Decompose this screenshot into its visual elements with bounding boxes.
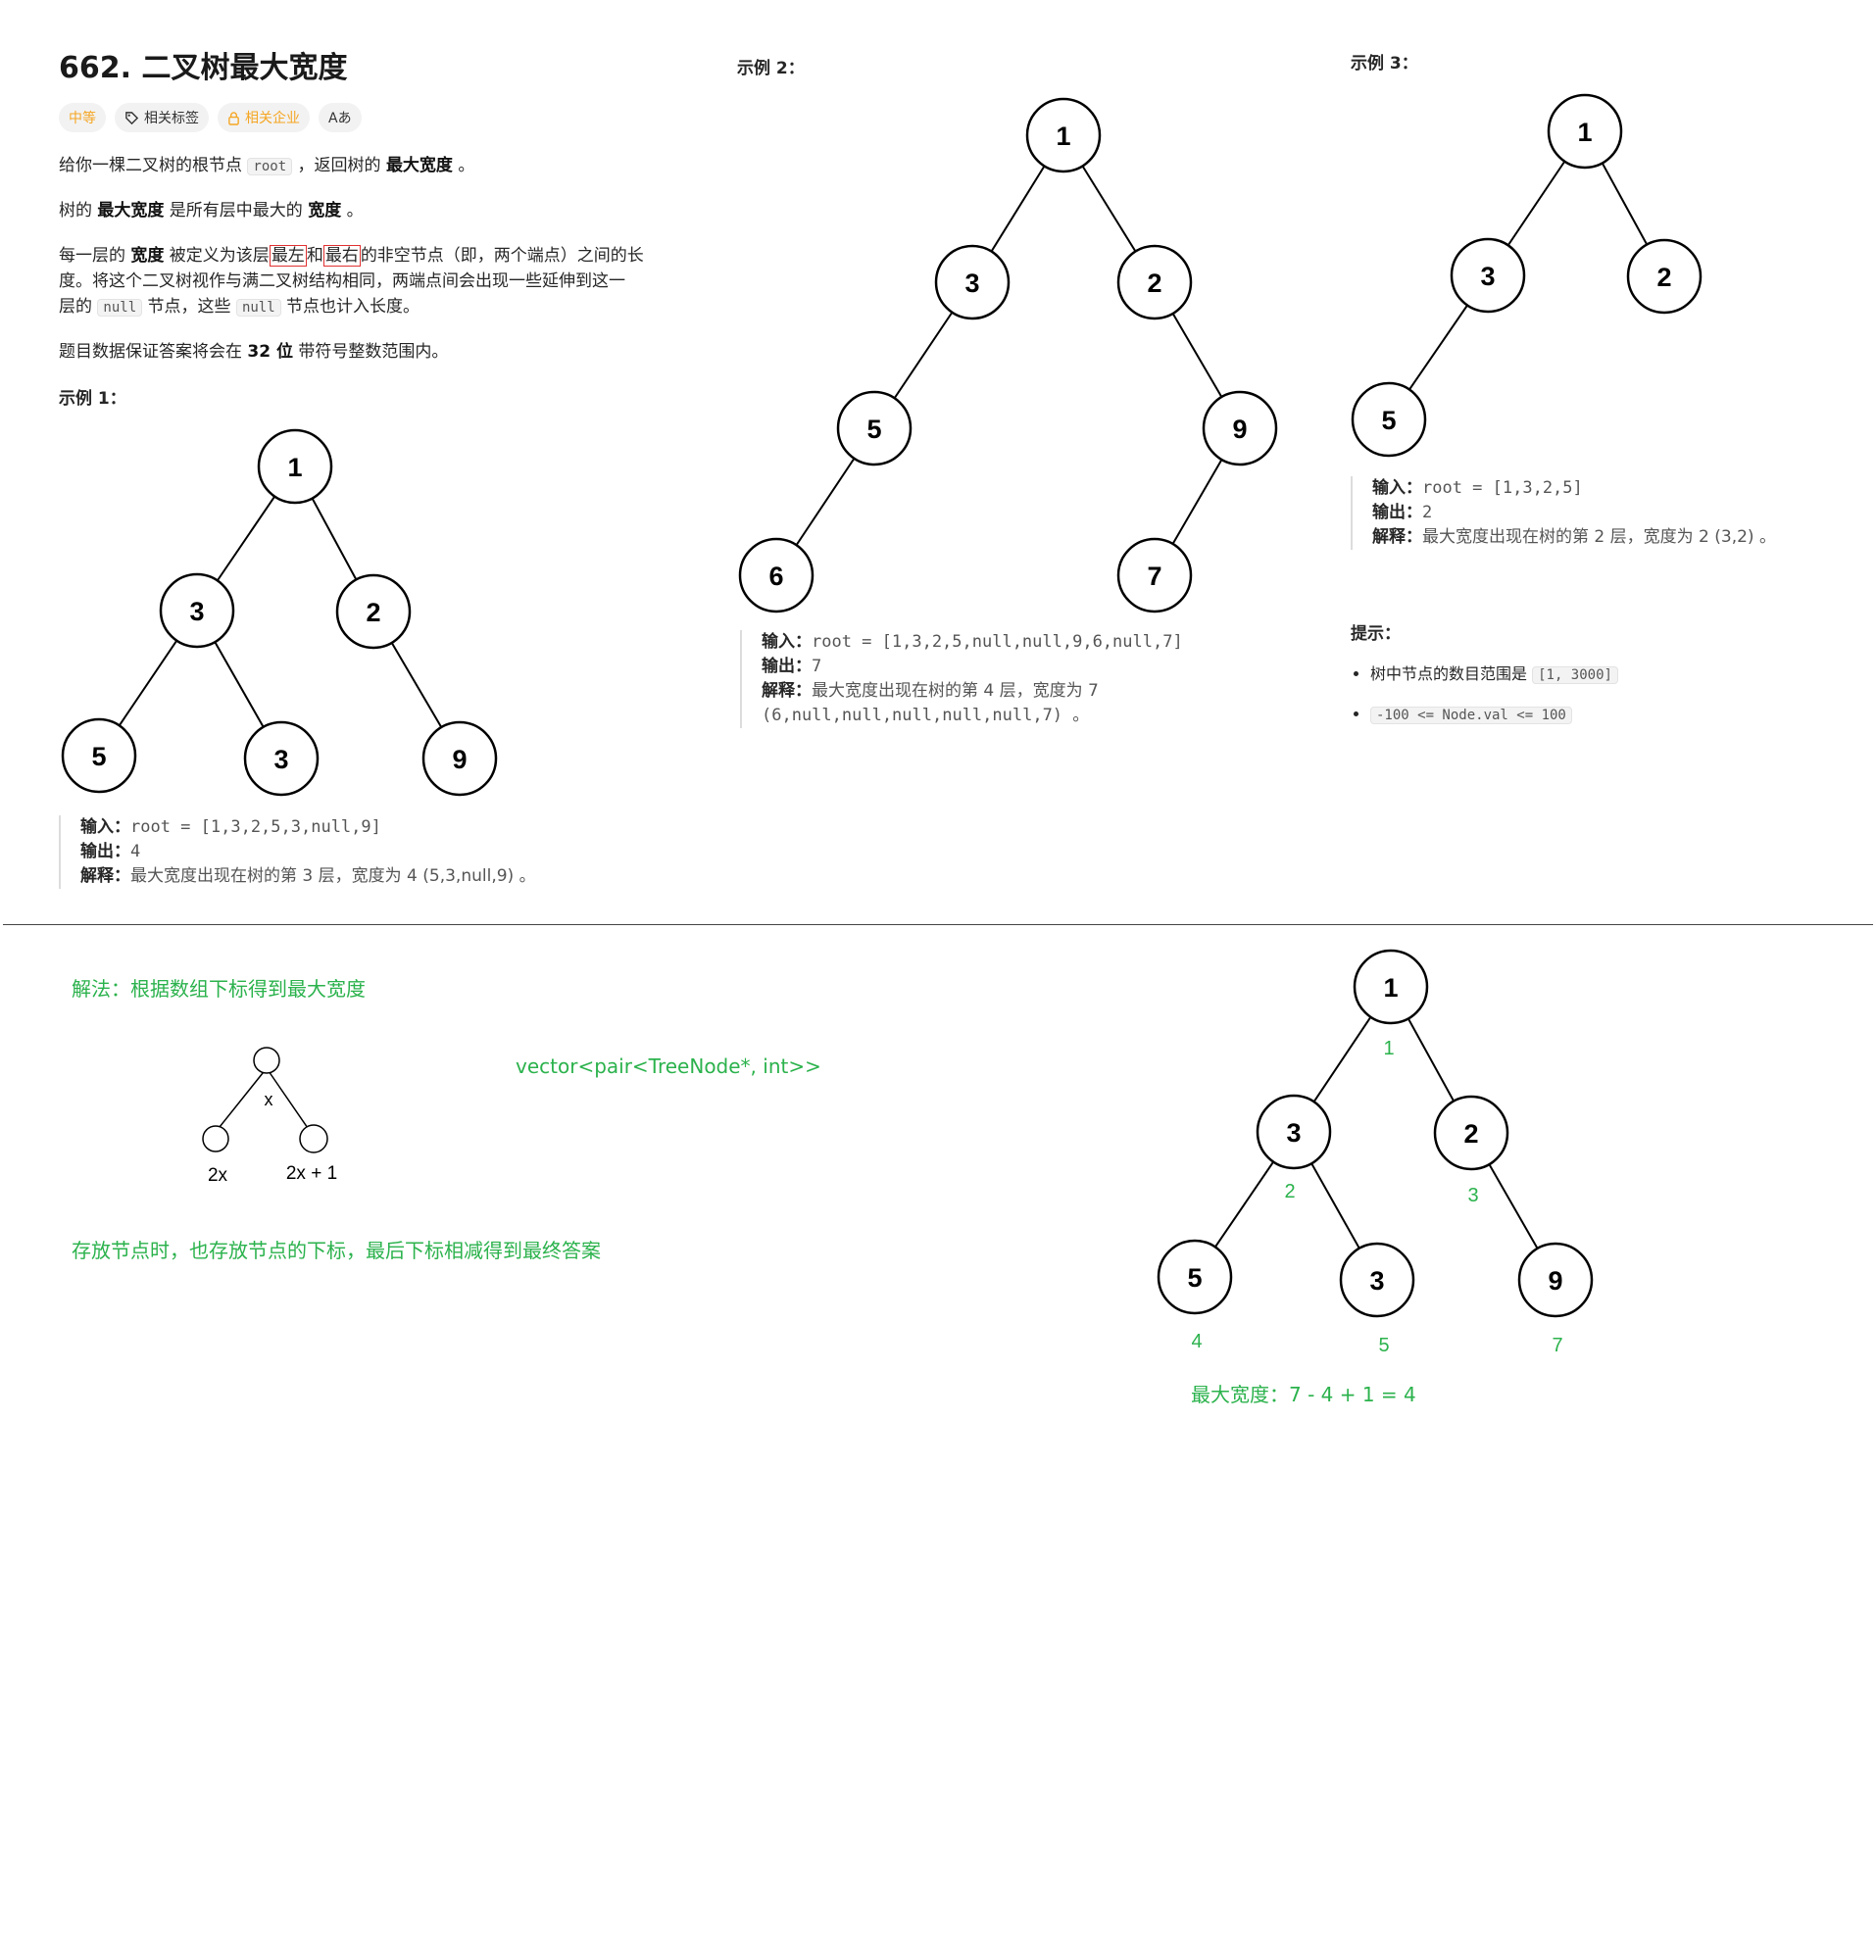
tree-node: 9 <box>452 745 467 774</box>
tree-node: 9 <box>1548 1266 1562 1296</box>
tag-bar: 中等 相关标签 相关企业 Aあ <box>59 103 362 132</box>
hints-list: 树中节点的数目范围是 [1, 3000] -100 <= Node.val <=… <box>1353 655 1618 735</box>
tree-node: 3 <box>1369 1266 1384 1296</box>
tag-icon <box>125 111 139 124</box>
related-tags-button[interactable]: 相关标签 <box>115 103 209 132</box>
difficulty-label: 中等 <box>69 111 96 126</box>
tree-node: 3 <box>1480 262 1495 291</box>
result-note: 最大宽度：7 - 4 + 1 = 4 <box>1191 1383 1416 1406</box>
tree-node: 3 <box>964 269 979 298</box>
hint-item: 树中节点的数目范围是 [1, 3000] <box>1370 655 1618 695</box>
tree-node: 6 <box>768 562 783 591</box>
parent-index-label: x <box>265 1090 273 1109</box>
example-1-io: 输入：root = [1,3,2,5,3,null,9] 输出：4 解释：最大宽… <box>59 815 536 889</box>
tree-node: 3 <box>273 745 288 774</box>
index-diagram: x 2x 2x + 1 <box>202 1047 337 1186</box>
example-1-tree: 1 3 2 5 3 9 <box>61 428 498 797</box>
tree-node: 2 <box>1147 269 1161 298</box>
example-2-heading: 示例 2： <box>737 59 805 78</box>
lock-icon <box>228 111 239 125</box>
null-code: null <box>235 299 281 317</box>
tree-node: 2 <box>1463 1119 1478 1149</box>
tree-node: 3 <box>189 597 204 626</box>
description-p3: 每一层的 宽度 被定义为该层最左和最右的非空节点（即，两个端点）之间的长 度。将… <box>59 245 644 317</box>
translate-icon: Aあ <box>328 111 352 126</box>
problem-title: 662. 二叉树最大宽度 <box>59 51 348 85</box>
node-index-label: 4 <box>1191 1331 1202 1352</box>
example-2-tree: 1 3 2 5 9 6 7 <box>738 97 1278 613</box>
rightmost-highlight: 最右 <box>322 245 361 267</box>
description-p1: 给你一棵二叉树的根节点 root ，返回树的 最大宽度 。 <box>59 156 475 175</box>
left-child-index-label: 2x <box>208 1165 228 1186</box>
node-index-label: 3 <box>1467 1185 1478 1206</box>
tree-node: 5 <box>1187 1263 1202 1293</box>
example-2-io: 输入：root = [1,3,2,5,null,null,9,6,null,7]… <box>740 630 1183 728</box>
root-code: root <box>247 158 293 175</box>
related-companies-label: 相关企业 <box>245 111 300 126</box>
node-index-label: 5 <box>1378 1335 1389 1356</box>
example-3-io: 输入：root = [1,3,2,5] 输出：2 解释：最大宽度出现在树的第 2… <box>1351 476 1776 550</box>
example-1-heading: 示例 1： <box>59 389 126 409</box>
tree-node: 9 <box>1232 415 1247 444</box>
leftmost-highlight: 最左 <box>269 245 307 267</box>
hints-heading: 提示： <box>1351 624 1401 644</box>
difficulty-badge[interactable]: 中等 <box>59 103 106 132</box>
null-code: null <box>97 299 143 317</box>
font-toggle-button[interactable]: Aあ <box>319 103 362 132</box>
example-3-heading: 示例 3： <box>1351 54 1418 74</box>
tree-node: 5 <box>866 415 881 444</box>
tree-node: 7 <box>1147 562 1161 591</box>
related-companies-button[interactable]: 相关企业 <box>218 103 310 132</box>
description-p4: 题目数据保证答案将会在 32 位 带符号整数范围内。 <box>59 342 449 362</box>
tree-node: 5 <box>1381 406 1396 435</box>
tree-node: 2 <box>366 598 380 627</box>
tree-node: 5 <box>91 742 106 771</box>
tree-node: 1 <box>1056 122 1070 151</box>
node-index-label: 2 <box>1284 1181 1295 1202</box>
tree-node: 1 <box>287 453 302 482</box>
vector-type-note: vector<pair<TreeNode*, int>> <box>516 1054 821 1078</box>
tree-node: 3 <box>1286 1118 1301 1148</box>
description-p2: 树的 最大宽度 是所有层中最大的 宽度 。 <box>59 201 364 220</box>
right-child-index-label: 2x + 1 <box>286 1163 337 1184</box>
tree-node: 1 <box>1577 118 1592 147</box>
tree-node: 2 <box>1656 263 1671 292</box>
storage-note: 存放节点时，也存放节点的下标，最后下标相减得到最终答案 <box>72 1239 601 1262</box>
tree-node: 1 <box>1383 973 1398 1003</box>
hint-item: -100 <= Node.val <= 100 <box>1370 695 1618 735</box>
node-index-label: 1 <box>1383 1038 1394 1059</box>
example-3-tree: 1 3 2 5 <box>1351 93 1703 458</box>
section-divider <box>3 924 1873 925</box>
related-tags-label: 相关标签 <box>144 111 199 126</box>
node-index-label: 7 <box>1552 1335 1562 1356</box>
indexed-tree: 1 3 2 5 3 9 1 2 3 4 5 7 <box>1157 949 1594 1356</box>
solution-title: 解法：根据数组下标得到最大宽度 <box>72 977 366 1001</box>
